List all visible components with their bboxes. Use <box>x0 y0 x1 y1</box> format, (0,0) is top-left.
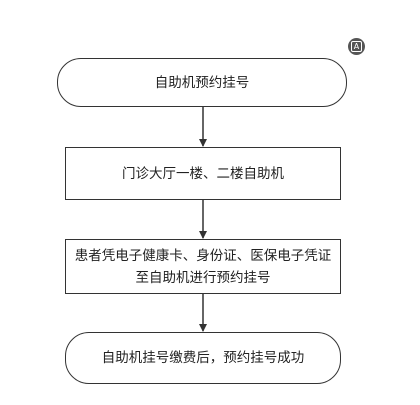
flow-end-node: 自助机挂号缴费后，预约挂号成功 <box>65 332 341 384</box>
flow-process-node: 患者凭电子健康卡、身份证、医保电子凭证至自助机进行预约挂号 <box>65 239 341 294</box>
flow-end-label: 自助机挂号缴费后，预约挂号成功 <box>101 350 305 366</box>
flow-process-label: 患者凭电子健康卡、身份证、医保电子凭证至自助机进行预约挂号 <box>74 247 332 286</box>
flow-location-label: 门诊大厅一楼、二楼自助机 <box>122 165 284 182</box>
ai-assistant-icon[interactable]: A <box>348 38 365 55</box>
flow-start-node: 自助机预约挂号 <box>57 58 347 107</box>
flow-start-label: 自助机预约挂号 <box>154 74 250 91</box>
ai-assistant-glyph: A <box>351 41 362 52</box>
flow-location-node: 门诊大厅一楼、二楼自助机 <box>65 147 341 200</box>
